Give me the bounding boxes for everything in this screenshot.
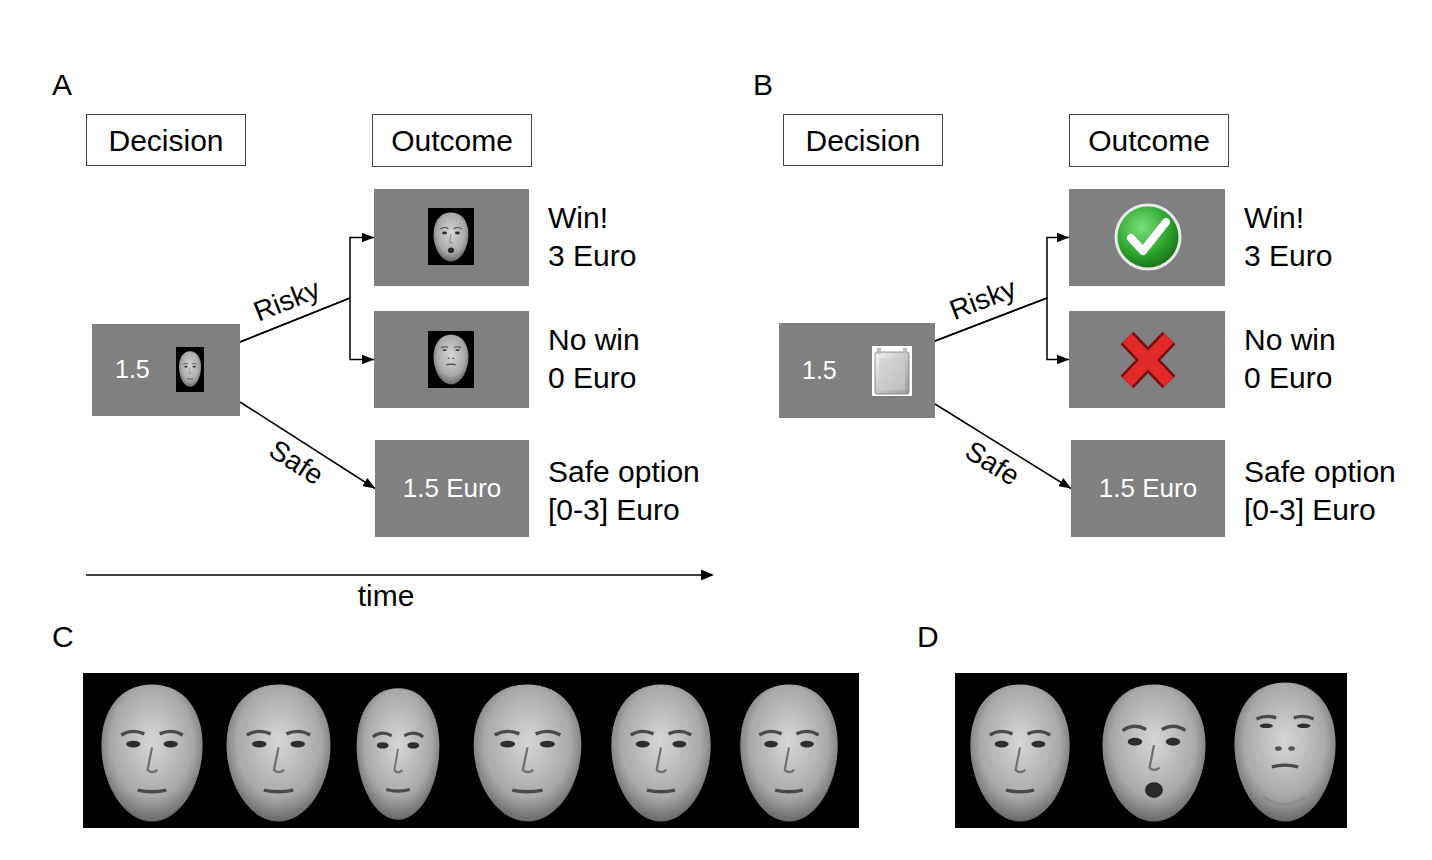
text-group: Decision [87, 115, 245, 165]
face-background [428, 331, 474, 388]
time-axis [86, 574, 703, 576]
face-image [101, 684, 202, 821]
tower-handle [877, 348, 881, 354]
face-background [428, 208, 474, 265]
text-group [1069, 189, 1225, 286]
outcome-text: 3 Euro [1244, 237, 1332, 275]
text-group: 1.5 [92, 324, 240, 416]
text-group: 1.5 Euro [1071, 440, 1225, 537]
header-text: Decision [805, 124, 920, 157]
tower-front [879, 358, 905, 390]
text-group: 1.5 [779, 323, 935, 418]
amount-text: 1.5 [115, 356, 150, 384]
stimulus-box: 1.5 [92, 324, 240, 416]
phase-header: Outcome [372, 114, 532, 167]
outcome-text: Safe option [1244, 453, 1396, 491]
phase-header: Outcome [1069, 114, 1229, 167]
text-group [374, 311, 529, 408]
face-image [434, 213, 469, 262]
text-group: No win0 Euro [548, 321, 640, 397]
outcome-box: No win0 Euro [374, 311, 529, 408]
face-image [227, 684, 331, 821]
panel-letter: B [753, 70, 773, 100]
amount-text: 1.5 Euro [1099, 474, 1197, 503]
amount-text: 1.5 Euro [403, 474, 501, 503]
phase-header: Decision [86, 114, 246, 166]
panel-letter: C [52, 622, 74, 652]
panel-letter: A [52, 70, 72, 100]
face-image [1102, 684, 1205, 821]
outcome-text: [0-3] Euro [548, 491, 700, 529]
cross-mark [1127, 338, 1169, 382]
face-image [179, 351, 201, 387]
icon-background [872, 346, 912, 396]
tower-body [875, 352, 909, 394]
outcome-box: No win0 Euro [1069, 311, 1225, 408]
text-group [374, 189, 529, 286]
outcome-text: Win! [548, 199, 636, 237]
amount-text: 1.5 [802, 357, 837, 385]
face-image [474, 684, 582, 821]
panel-letter: D [917, 622, 939, 652]
computer-icon [872, 346, 912, 396]
face-image [611, 684, 710, 821]
outcome-box: Win!3 Euro [374, 189, 529, 286]
edge-label: Safe [262, 433, 330, 492]
outcome-text: Safe option [548, 453, 700, 491]
outcome-box: Win!3 Euro [1069, 189, 1225, 286]
stimulus-box: 1.5 [779, 323, 935, 418]
outcome-text: 0 Euro [1244, 359, 1336, 397]
text-group: Safe option[0-3] Euro [548, 453, 700, 529]
strip-background [955, 673, 1347, 828]
check-icon [1116, 205, 1180, 269]
choice-arrow [935, 238, 1069, 342]
header-text: Outcome [391, 124, 513, 157]
choice-arrow [240, 238, 374, 343]
face-background [176, 347, 204, 392]
check-circle [1116, 205, 1180, 269]
phase-header: Decision [783, 114, 943, 166]
text-group: Decision [784, 115, 942, 165]
outcome-text: [0-3] Euro [1244, 491, 1396, 529]
edge-label: Risky [944, 273, 1023, 328]
check-mark [1131, 222, 1166, 251]
outcome-text: Win! [1244, 199, 1332, 237]
face-image [970, 684, 1069, 821]
face-image [740, 684, 838, 821]
text-group: 1.5 Euro [375, 440, 529, 537]
edge-label: Safe [958, 435, 1027, 494]
outcome-text: 0 Euro [548, 359, 640, 397]
text-group [1069, 311, 1225, 408]
outcome-text: 3 Euro [548, 237, 636, 275]
cross-outline [1127, 338, 1169, 382]
strip-background [83, 673, 859, 828]
text-group: Outcome [373, 115, 531, 166]
face-image [434, 335, 469, 385]
outcome-text: No win [548, 321, 640, 359]
edge-label: Risky [248, 273, 327, 329]
outcome-text: No win [1244, 321, 1336, 359]
face-image [1234, 683, 1335, 822]
text-group: No win0 Euro [1244, 321, 1336, 397]
header-text: Outcome [1088, 124, 1210, 157]
safe-outcome-box: 1.5 EuroSafe option[0-3] Euro [1071, 440, 1225, 537]
text-group: Safe option[0-3] Euro [1244, 453, 1396, 529]
text-group: Outcome [1070, 115, 1228, 166]
header-text: Decision [108, 124, 223, 157]
text-group: Win!3 Euro [1244, 199, 1332, 275]
text-group: Win!3 Euro [548, 199, 636, 275]
axis-label: time [358, 581, 415, 611]
safe-outcome-box: 1.5 EuroSafe option[0-3] Euro [375, 440, 529, 537]
tower-handle [903, 348, 907, 354]
cross-icon [1127, 338, 1169, 382]
face-strip [83, 673, 859, 828]
face-image [357, 688, 440, 819]
time-arrowhead [701, 570, 714, 581]
face-strip [955, 673, 1347, 828]
